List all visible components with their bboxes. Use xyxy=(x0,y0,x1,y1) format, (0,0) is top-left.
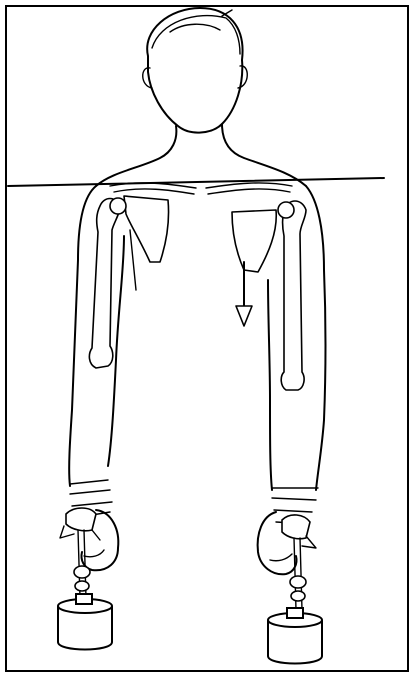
humerus-left xyxy=(89,199,120,369)
clavicles xyxy=(110,183,292,194)
left-wrist-strap xyxy=(60,480,112,540)
right-arm xyxy=(268,186,326,490)
right-wrist-strap xyxy=(272,488,318,548)
weight-right xyxy=(268,608,322,664)
horizontal-reference-line xyxy=(8,178,384,186)
humerus-right xyxy=(281,201,306,390)
head xyxy=(143,8,248,133)
left-rope xyxy=(74,530,90,598)
torso-line-left xyxy=(130,230,136,290)
left-arm xyxy=(69,186,126,486)
scapula-left xyxy=(124,196,169,262)
right-rope xyxy=(290,538,306,610)
weight-left xyxy=(58,594,112,650)
scapula-right xyxy=(232,210,276,272)
